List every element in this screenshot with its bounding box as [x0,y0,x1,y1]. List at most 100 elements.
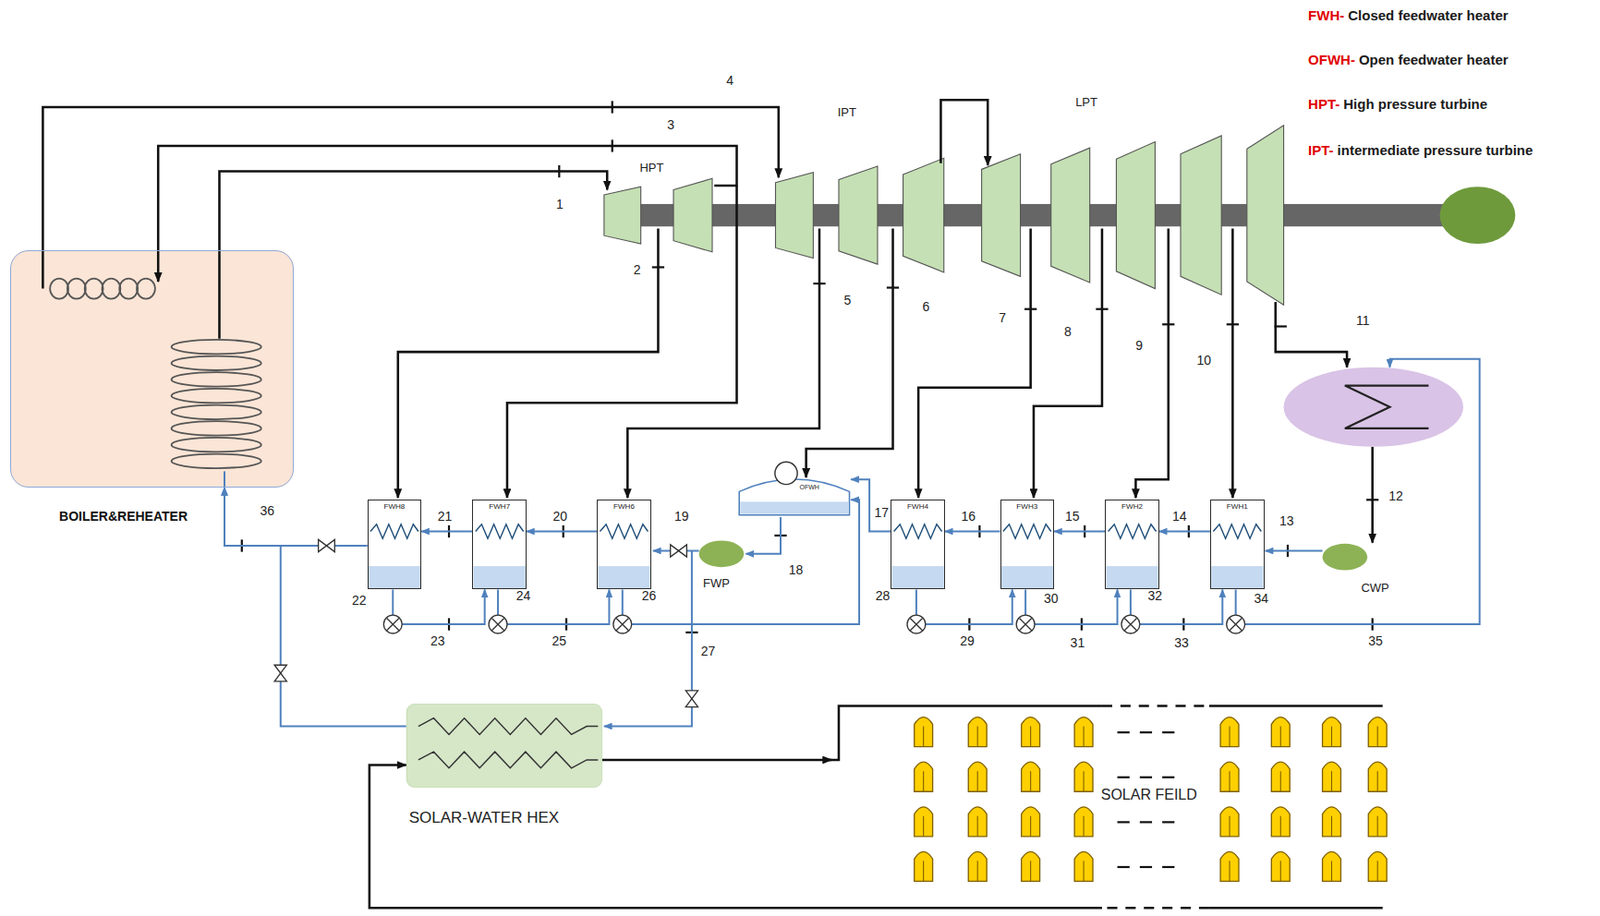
solar-collector [1271,717,1290,748]
gate-valve [318,539,336,552]
drain-valve [1121,615,1140,634]
turbine-stage [604,186,642,244]
callout-number: 30 [1042,592,1060,606]
valve-cross [909,618,922,631]
solar-collector [1322,762,1342,792]
heater-box: FWH1 [1210,499,1265,590]
stream-number: 14 [1171,509,1188,523]
boiler-coil [171,356,262,371]
solar-collector [1220,717,1239,748]
callout-number: 4 [725,73,735,87]
node-label: FWH3 [1001,503,1055,511]
node-label: FWH7 [472,503,526,511]
open-heater: OFWH [737,459,852,518]
solar-collector [1220,807,1239,837]
solar-collector [1220,851,1239,882]
heat-exchanger: SOLAR-WATER HEX [406,703,603,788]
callout-number: 10 [1196,353,1213,367]
boiler-coil [171,339,262,354]
valve-cross [1229,618,1242,631]
field-dash [1117,821,1130,824]
ellipse-shape [1440,186,1516,244]
collector-pipe [1331,816,1333,837]
heater-box: FWH6 [596,499,652,590]
solar-collector [968,717,987,748]
path-shape [828,705,1103,761]
stream-number: 16 [959,509,977,523]
component-name: CWP [1359,581,1390,594]
flow-connector [421,531,473,534]
callout-number: 7 [997,311,1007,325]
collector-pipe [977,727,979,748]
legend-row: IPT-intermediate pressure turbine [1308,143,1533,158]
gate-valve [670,545,688,558]
path-shape [1275,302,1347,368]
solar-collector [1271,807,1290,837]
flow-connector [916,590,1013,626]
node-label: OFWH [800,484,820,491]
heater-water [473,566,526,589]
callout-number: 18 [787,563,805,577]
field-dash [1139,731,1152,734]
solar-collector [914,807,934,837]
callout-number: 12 [1387,489,1405,503]
collector-pipe [1083,727,1085,748]
path-shape [1102,704,1210,708]
path-shape [507,185,738,498]
stream-number: 33 [1173,636,1190,650]
callout-number: 27 [700,644,717,658]
heater-coil [1003,524,1052,539]
heater-water [368,566,421,589]
path-shape [1209,907,1383,910]
path-shape [218,171,607,340]
collector-pipe [1331,771,1333,792]
heater-box: FWH7 [472,499,527,590]
solar-collector [1322,851,1342,882]
collector-pipe [1377,816,1379,837]
collector-pipe [922,727,924,748]
callout-number: 13 [1278,514,1296,528]
path-shape [604,551,692,728]
flow-connector [224,487,407,727]
collector-pipe [1228,727,1230,748]
heater-box: FWH8 [367,499,423,590]
heater-water [739,501,849,514]
path-shape [1370,447,1374,544]
abbreviation: HPT- [1308,96,1340,112]
stream-number: 29 [958,634,976,648]
collector-pipe [1030,727,1031,748]
deaerator-head [774,461,797,485]
valve-cross [616,618,629,631]
flow-connector [224,487,368,546]
path-shape [157,145,737,282]
callout-number: 26 [641,589,658,603]
boiler-box: BOILER&REHEATER [10,250,294,488]
node-label: BOILER&REHEATER [59,509,188,523]
valve-cross [491,618,504,631]
heater-water [597,566,650,589]
flow-connector [526,531,597,534]
abbreviation: OFWH- [1308,51,1356,68]
flow-connector [1025,590,1117,626]
node-label: FWH8 [368,503,422,511]
polyline-shape [418,751,598,769]
drain-valve [383,615,402,634]
solar-collector [1021,717,1041,748]
collector-pipe [1377,860,1379,882]
path-shape [1236,359,1480,625]
boiler-coil [171,388,262,403]
stream-number: 15 [1064,509,1081,523]
abbreviation: IPT- [1308,142,1334,158]
collector-pipe [977,860,979,882]
node-label: FWH2 [1105,503,1159,511]
solar-collector [1368,717,1387,748]
drain-valve [613,615,632,634]
flow-connector [1130,590,1223,626]
turbine-stage [1051,147,1091,283]
component-name: HPT [638,161,665,174]
heater-box: FWH4 [890,499,946,590]
turbine-stage [1247,125,1285,305]
collector-pipe [1030,816,1031,837]
